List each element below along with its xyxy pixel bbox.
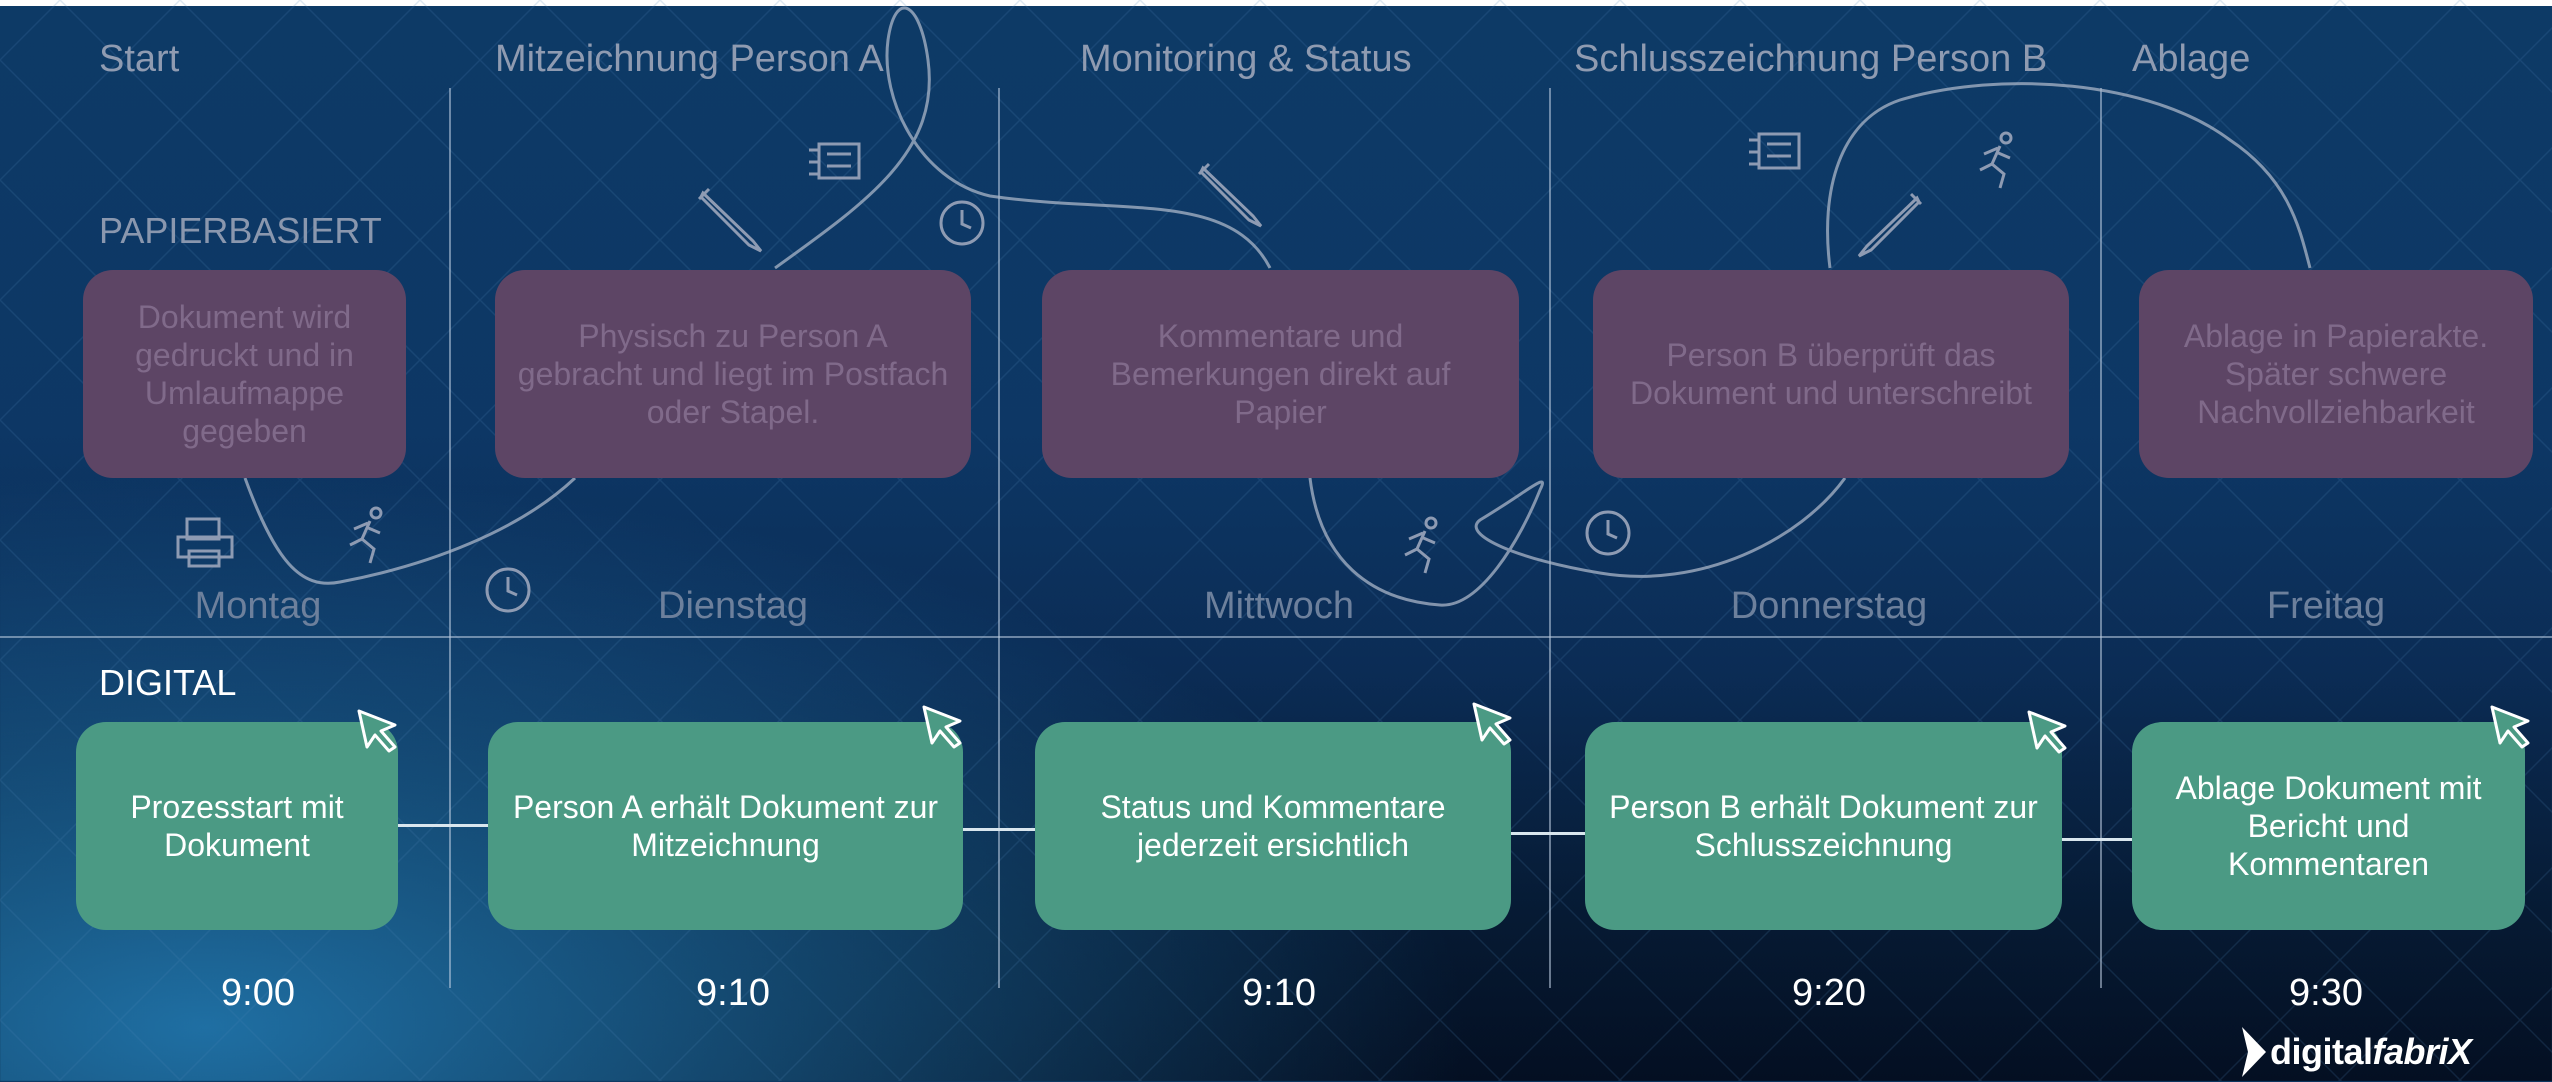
pen-icon-2 — [1197, 162, 1263, 228]
cursor-icon-2 — [922, 705, 962, 749]
clock-icon-3 — [1585, 510, 1631, 556]
digital-step-1: Prozesstart mit Dokument — [76, 722, 398, 930]
logo-text-part2: fabri — [2372, 1031, 2449, 1072]
company-logo: digitalfabriX — [2240, 1022, 2472, 1082]
connector-1 — [398, 824, 488, 827]
cursor-icon-5 — [2490, 705, 2530, 749]
logo-chevron-icon — [2242, 1027, 2266, 1077]
paper-step-1: Dokument wird gedruckt und in Umlaufmapp… — [83, 270, 406, 478]
clock-icon-1 — [485, 567, 531, 613]
cursor-icon-3 — [1472, 702, 1512, 746]
column-divider-1 — [449, 88, 451, 988]
time-tuesday: 9:10 — [696, 972, 770, 1014]
logo-text-part3: X — [2448, 1031, 2472, 1072]
cursor-icon-4 — [2027, 710, 2067, 754]
phase-mitzeichnung: Mitzeichnung Person A — [495, 38, 884, 80]
phase-ablage: Ablage — [2132, 38, 2251, 80]
runner-icon-1 — [349, 506, 383, 564]
phase-monitoring: Monitoring & Status — [1080, 38, 1412, 80]
day-wednesday: Mittwoch — [1204, 585, 1354, 627]
time-wednesday: 9:10 — [1242, 972, 1316, 1014]
digital-step-3: Status und Kommentare jederzeit ersichtl… — [1035, 722, 1511, 930]
time-monday: 9:00 — [221, 972, 295, 1014]
paper-section-label: PAPIERBASIERT — [99, 210, 382, 251]
inbox-tray-icon — [809, 142, 861, 180]
column-divider-3 — [1549, 88, 1551, 988]
time-thursday: 9:20 — [1792, 972, 1866, 1014]
paper-step-4: Person B überprüft das Dokument und unte… — [1593, 270, 2069, 478]
digital-section-label: DIGITAL — [99, 662, 237, 703]
inbox-tray-icon-2 — [1749, 132, 1801, 170]
pen-icon-3 — [1857, 192, 1923, 258]
day-tuesday: Dienstag — [658, 585, 808, 627]
clock-icon-2 — [939, 200, 985, 246]
section-divider — [0, 636, 2552, 638]
logo-text: digitalfabriX — [2270, 1031, 2472, 1073]
paper-step-5: Ablage in Papierakte. Später schwere Nac… — [2139, 270, 2533, 478]
day-monday: Montag — [194, 585, 322, 627]
day-thursday: Donnerstag — [1730, 585, 1928, 627]
phase-start: Start — [99, 38, 180, 80]
phase-schlusszeichnung: Schlusszeichnung Person B — [1574, 38, 2048, 80]
day-friday: Freitag — [2266, 585, 2386, 627]
logo-text-part1: digital — [2270, 1031, 2373, 1072]
runner-icon-3 — [1979, 131, 2013, 189]
column-divider-2 — [998, 88, 1000, 988]
paper-step-2: Physisch zu Person A gebracht und liegt … — [495, 270, 971, 478]
column-divider-4 — [2100, 88, 2102, 988]
connector-4 — [2060, 838, 2136, 841]
printer-icon — [176, 517, 234, 568]
connector-2 — [963, 828, 1039, 831]
digital-step-5: Ablage Dokument mit Bericht und Kommenta… — [2132, 722, 2525, 930]
connector-3 — [1509, 832, 1589, 835]
pen-icon-1 — [697, 187, 763, 253]
time-friday: 9:30 — [2289, 972, 2363, 1014]
digital-step-4: Person B erhält Dokument zur Schlusszeic… — [1585, 722, 2062, 930]
cursor-icon-1 — [357, 709, 397, 753]
paper-step-3: Kommentare und Bemerkungen direkt auf Pa… — [1042, 270, 1519, 478]
runner-icon-2 — [1404, 516, 1438, 574]
digital-step-2: Person A erhält Dokument zur Mitzeichnun… — [488, 722, 963, 930]
